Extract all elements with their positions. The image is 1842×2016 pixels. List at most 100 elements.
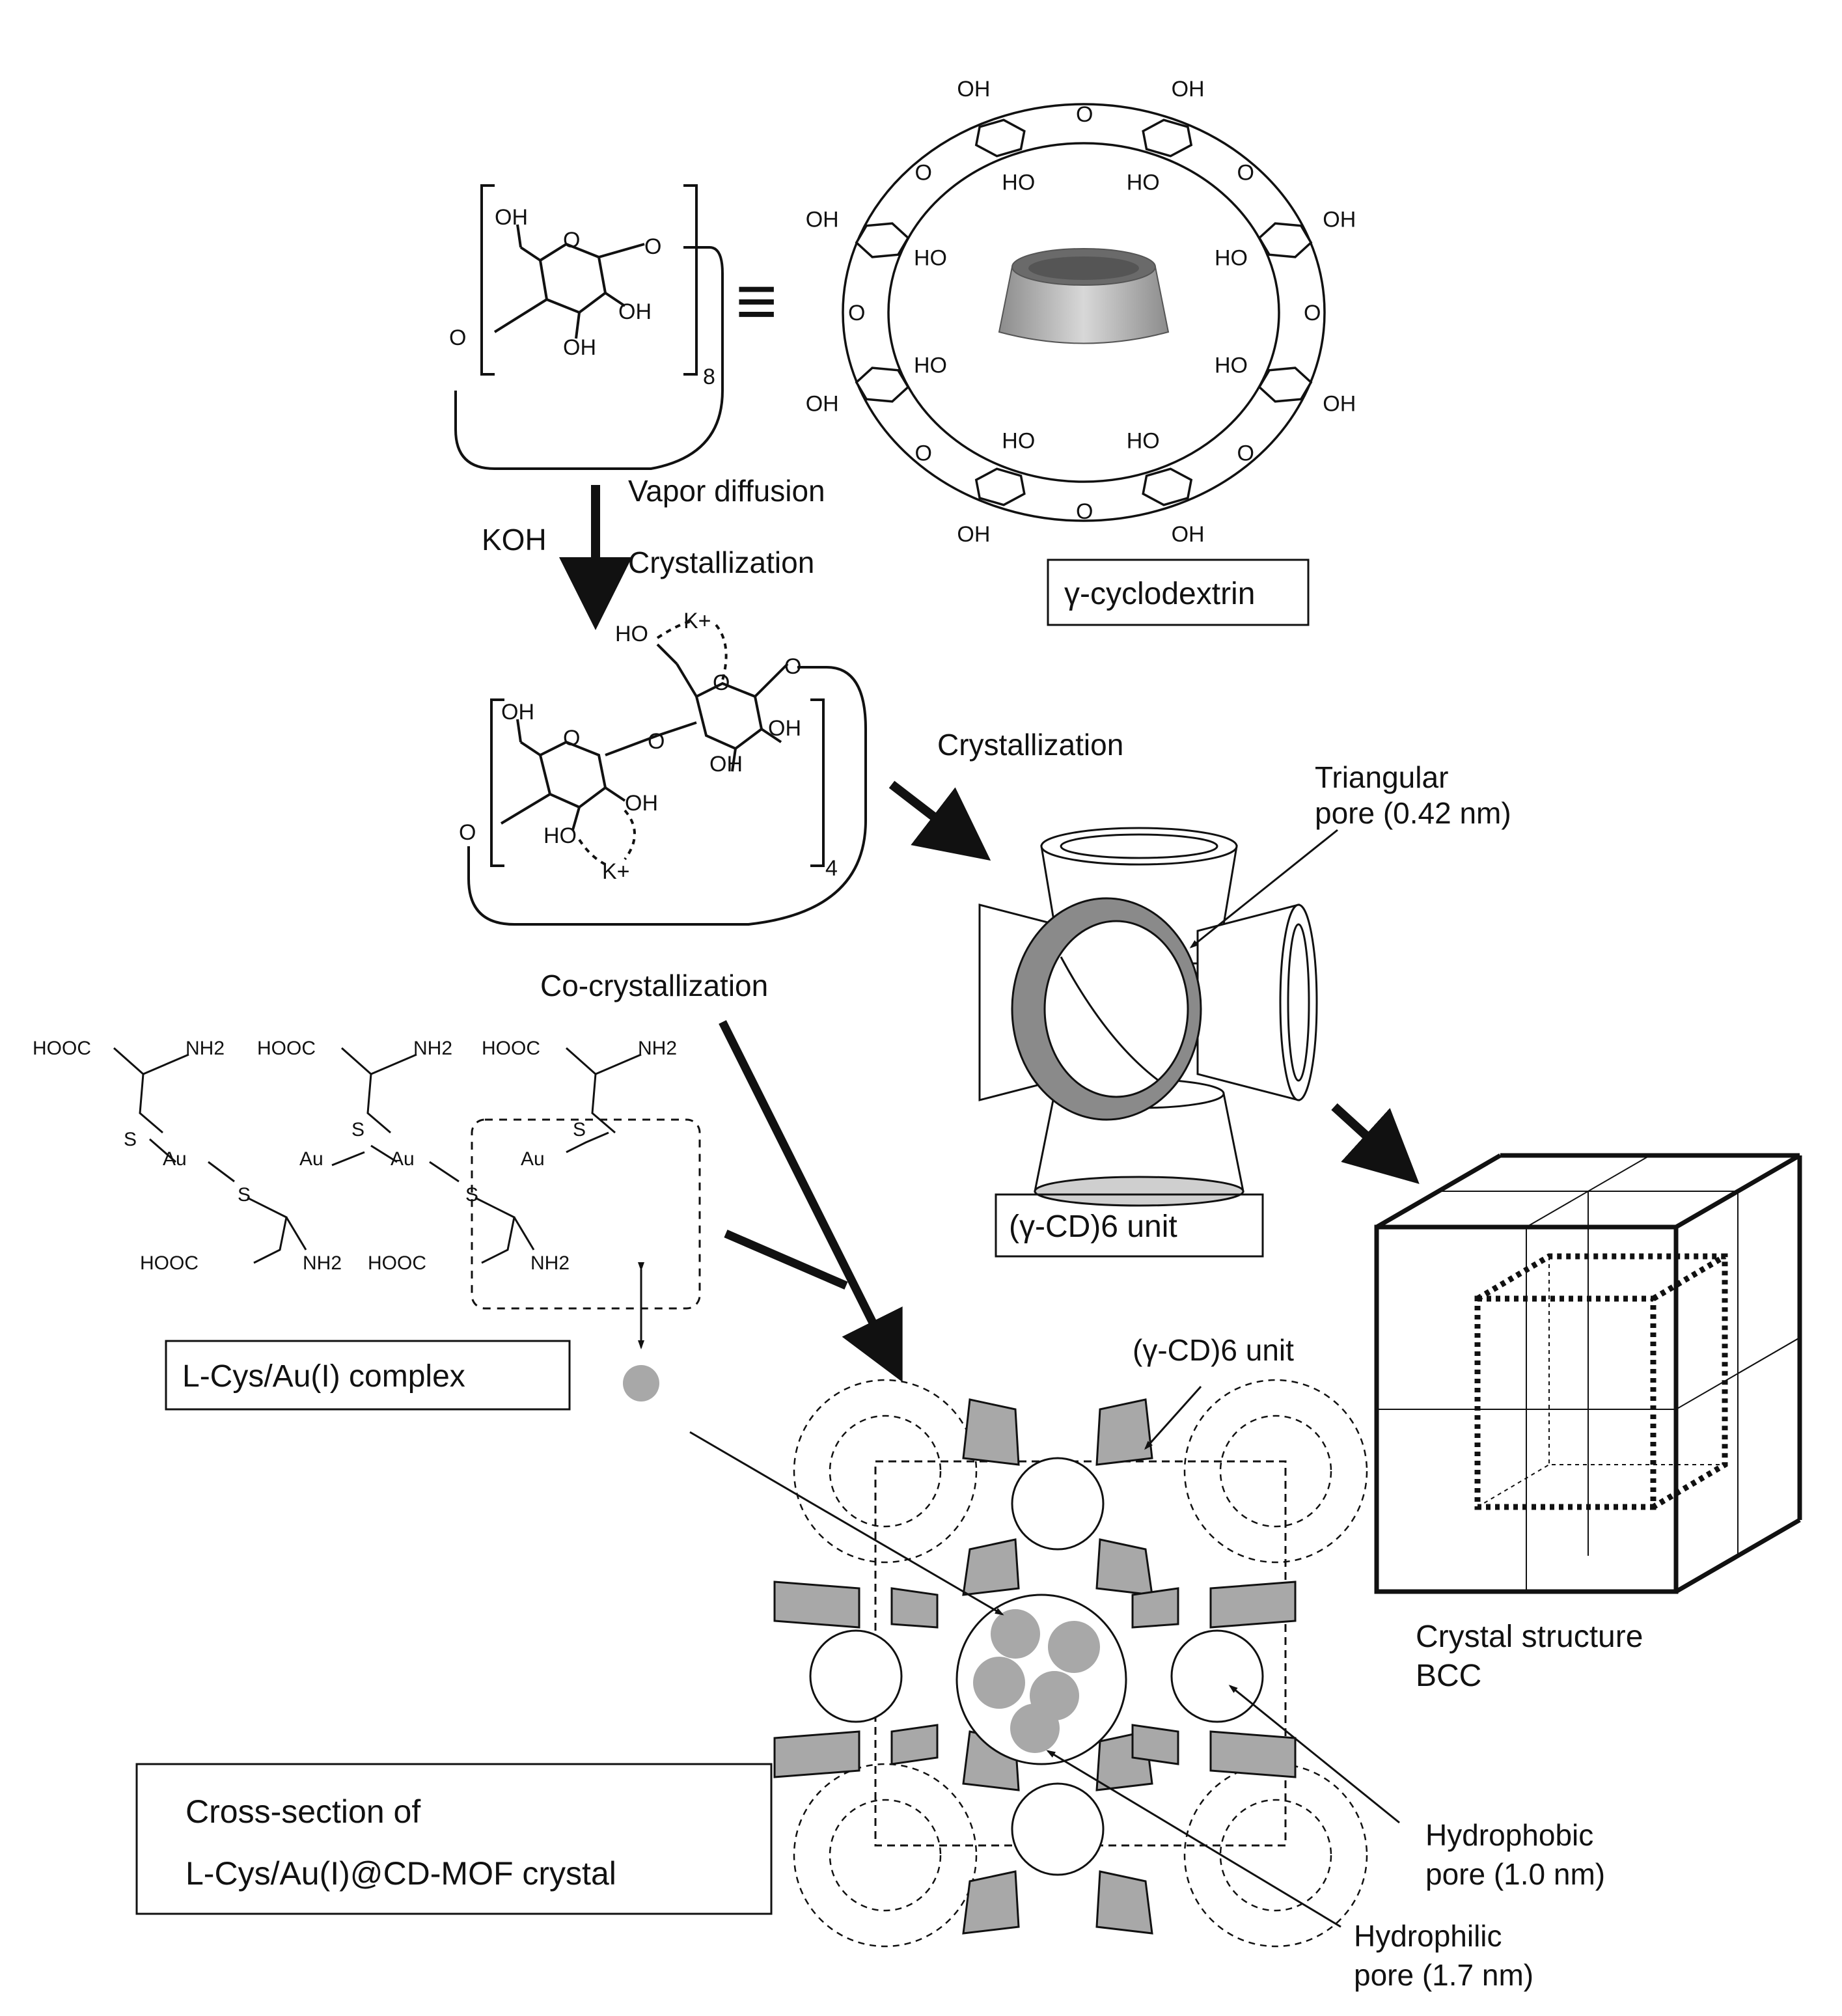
glucose-unit [974, 118, 1026, 158]
cys-au-2: Au [299, 1148, 323, 1170]
glucose-unit [855, 222, 910, 258]
crystal-structure-label-1: Crystal structure [1416, 1620, 1643, 1654]
glucose-unit [1142, 118, 1193, 158]
cross-section-box [135, 1763, 773, 1915]
cys-hooc-3: HOOC [482, 1038, 540, 1059]
gamma-cyclodextrin-label: γ-cyclodextrin [1064, 577, 1255, 611]
cys-hooc-1: HOOC [33, 1038, 91, 1059]
hydrophobic-pointer [1228, 1685, 1400, 1824]
cross-section-label-2: L-Cys/Au(I)@CD-MOF crystal [186, 1855, 616, 1892]
gamma-cyclodextrin-box [1047, 559, 1310, 626]
ring-o-link: O [1076, 102, 1093, 127]
cys-s-3: S [351, 1119, 364, 1140]
crystallization-label-2: Crystallization [937, 728, 1123, 762]
ring-oh-outer: OH [1323, 392, 1356, 417]
hydrophobic-label-2: pore (1.0 nm) [1425, 1857, 1605, 1891]
cys-s-4: S [465, 1184, 478, 1206]
ring-oh-outer: OH [806, 207, 839, 232]
gamma-cd6-unit-box [995, 1193, 1264, 1258]
ring-o-link: O [915, 160, 932, 185]
hydrophilic-pointer [1046, 1750, 1341, 1928]
co-crystallization-label: Co-crystallization [540, 969, 768, 1002]
ring-o-link: O [1237, 160, 1254, 185]
ring-oh-inner: HO [1215, 353, 1248, 378]
ring-oh-outer: OH [1323, 207, 1356, 232]
k-dimer-structure [467, 620, 867, 926]
ring-oh-outer: OH [806, 392, 839, 417]
triangular-pore-arrow [1189, 829, 1338, 948]
cys-hooc-5: HOOC [368, 1252, 426, 1274]
dimer-ho-top: HO [615, 622, 648, 646]
cys-au-complex-label: L-Cys/Au(I) complex [182, 1359, 465, 1394]
cys-au-4: Au [521, 1148, 545, 1170]
dimer-k-bottom: K+ [602, 859, 630, 884]
cys-s-2: S [238, 1184, 251, 1206]
cross-section-diagram [773, 1379, 1368, 1948]
glucose-unit [1142, 467, 1193, 506]
dimer-o-ring-left: O [563, 726, 580, 751]
dimer-o-left: O [459, 820, 476, 845]
cys-nh2-3: NH2 [638, 1038, 677, 1059]
gamma-cd6-unit [978, 827, 1318, 1207]
monomer-o-left: O [449, 325, 466, 350]
gamma-cd6-unit-label: (γ-CD)6 unit [1009, 1209, 1177, 1244]
dimer-oh-mid: OH [625, 791, 658, 816]
bcc-arrow [1331, 1103, 1420, 1184]
glucose-unit [1258, 366, 1313, 403]
ring-oh-outer: OH [1172, 522, 1205, 547]
monomer-o-ring: O [563, 228, 580, 253]
ring-oh-inner: HO [1002, 429, 1035, 454]
glucose-unit [974, 467, 1026, 506]
subscript-8: 8 [703, 365, 715, 389]
cys-au-complex-box [165, 1340, 571, 1411]
dimer-oh-left: OH [501, 700, 534, 725]
dimer-oh-right-2: OH [709, 752, 743, 777]
cys-nh2-5: NH2 [530, 1252, 570, 1274]
gamma-cyclodextrin-ring [842, 103, 1326, 522]
cone-icon [998, 248, 1170, 344]
glucose-unit [855, 366, 910, 403]
cys-s-1: S [124, 1129, 137, 1150]
ring-oh-inner: HO [1127, 429, 1160, 454]
cys-au-complex-structure [113, 1047, 701, 1310]
monomer-oh-1: OH [495, 205, 528, 230]
ring-oh-outer: OH [1172, 77, 1205, 102]
cys-nh2-2: NH2 [413, 1038, 452, 1059]
subscript-4: 4 [825, 856, 838, 881]
cys-nh2-4: NH2 [303, 1252, 342, 1274]
co-crystallization-arrow-1 [719, 1020, 903, 1383]
crystallization-label-1: Crystallization [628, 545, 814, 579]
ring-oh-inner: HO [1127, 170, 1160, 195]
vapor-diffusion-label: Vapor diffusion [628, 474, 825, 508]
bcc-cube [1374, 1153, 1802, 1594]
complex-pointer-line [689, 1431, 1004, 1616]
triangular-pore-label-1: Triangular [1315, 760, 1448, 794]
ring-o-link: O [1237, 441, 1254, 466]
dimer-o-right: O [784, 654, 801, 679]
ring-oh-inner: HO [914, 353, 947, 378]
crystallization-arrow [888, 780, 991, 861]
triangular-pore-label-2: pore (0.42 nm) [1315, 796, 1511, 830]
cys-hooc-4: HOOC [140, 1252, 199, 1274]
cys-nh2-1: NH2 [186, 1038, 225, 1059]
hydrophilic-label-1: Hydrophilic [1354, 1919, 1502, 1953]
monomer-oh-2: OH [618, 299, 652, 324]
ring-o-link: O [915, 441, 932, 466]
dimer-o-top: O [713, 670, 730, 695]
monomer-o-link: O [644, 234, 661, 259]
glucose-unit [1258, 222, 1313, 258]
cys-au-3: Au [391, 1148, 415, 1170]
monomer-oh-3: OH [563, 335, 596, 360]
dimer-ho-bottom: HO [543, 823, 577, 848]
cys-hooc-2: HOOC [257, 1038, 316, 1059]
dimer-k-top: K+ [683, 609, 711, 633]
dimer-oh-right-1: OH [768, 716, 801, 741]
gamma-cd6-unit-arrow-label: (γ-CD)6 unit [1133, 1333, 1294, 1367]
ring-oh-outer: OH [957, 77, 990, 102]
equivalence-symbol: ≡ [735, 261, 777, 341]
hydrophobic-label-1: Hydrophobic [1425, 1818, 1593, 1852]
cross-section-label-1: Cross-section of [186, 1793, 420, 1830]
ring-oh-inner: HO [1002, 170, 1035, 195]
ring-o-link: O [1304, 301, 1321, 325]
